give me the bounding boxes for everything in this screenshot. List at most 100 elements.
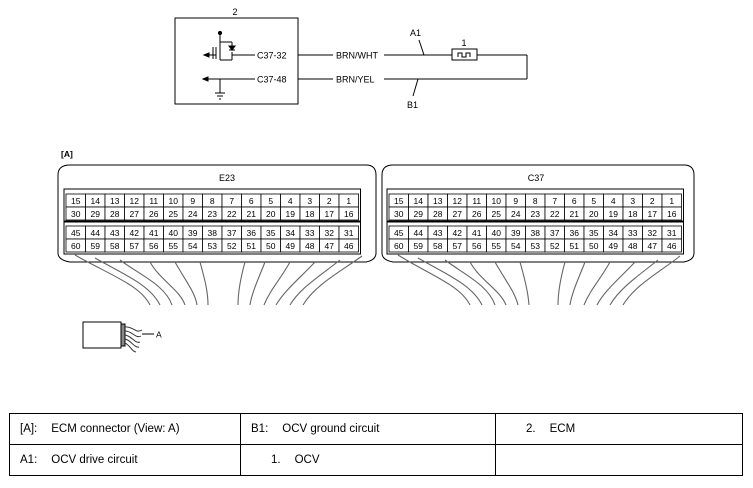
legend-value: ECM [549, 423, 576, 435]
pin-number: 3 [630, 196, 635, 206]
legend-cell: 1. OCV [240, 444, 496, 476]
pin-number: 53 [208, 241, 218, 251]
pin-number: 28 [110, 209, 120, 219]
pin-cell [338, 206, 359, 221]
pin-number: 42 [130, 228, 140, 238]
pin-number: 34 [286, 228, 296, 238]
pin-number: 52 [550, 241, 560, 251]
pin-number: 17 [325, 209, 335, 219]
harness-wires [74, 254, 681, 306]
ocv-icon [451, 48, 478, 61]
pin-number: 31 [667, 228, 677, 238]
pin-number: 21 [570, 209, 580, 219]
pin-number: 7 [229, 196, 234, 206]
pin-number: 51 [570, 241, 580, 251]
block-name-left: E23 [219, 173, 235, 183]
pin-number: 8 [210, 196, 215, 206]
pin-number: 43 [433, 228, 443, 238]
legend-value: OCV [294, 454, 320, 466]
legend-row: A1:OCV drive circuit 1. OCV [9, 444, 743, 476]
pin-number: 16 [667, 209, 677, 219]
pin-number: 23 [208, 209, 218, 219]
pin-number: 56 [149, 241, 159, 251]
pin-number: 10 [169, 196, 179, 206]
block-name-right: C37 [528, 173, 545, 183]
pin-number: 42 [453, 228, 463, 238]
pin-number: 30 [394, 209, 404, 219]
pin-number: 27 [453, 209, 463, 219]
pin-number: 50 [266, 241, 276, 251]
pin-number: 35 [266, 228, 276, 238]
pin-number: 26 [149, 209, 159, 219]
pin-number: 57 [130, 241, 140, 251]
legend-cell: A1:OCV drive circuit [9, 444, 241, 476]
legend-value: ECM connector (View: A) [51, 423, 180, 435]
pin-number: 18 [628, 209, 638, 219]
pin-number: 51 [247, 241, 257, 251]
pin-number: 22 [227, 209, 237, 219]
legend-key: 1. [271, 454, 281, 466]
pin-number: 36 [247, 228, 257, 238]
pin-number: 7 [552, 196, 557, 206]
pin-number: 39 [188, 228, 198, 238]
pin-number: 44 [91, 228, 101, 238]
pin-number: 57 [453, 241, 463, 251]
pin-block-frame-lower [386, 221, 684, 255]
pin-number: 14 [414, 196, 424, 206]
pin-number: 6 [572, 196, 577, 206]
pin-number: 41 [472, 228, 482, 238]
pin-number: 28 [433, 209, 443, 219]
pin-number: 18 [305, 209, 315, 219]
pin-number: 32 [325, 228, 335, 238]
pin-number: 20 [589, 209, 599, 219]
pin-label-lower: C37-48 [257, 75, 287, 85]
pin-number: 39 [511, 228, 521, 238]
pin-number: 47 [648, 241, 658, 251]
pin-number: 33 [628, 228, 638, 238]
pin-number: 24 [188, 209, 198, 219]
pin-number: 10 [492, 196, 502, 206]
pin-block-frame-upper [386, 188, 684, 222]
pin-number: 19 [609, 209, 619, 219]
pin-number: 45 [71, 228, 81, 238]
legend-value: OCV ground circuit [282, 423, 380, 435]
legend-key: 2. [526, 423, 536, 435]
pin-number: 16 [344, 209, 354, 219]
pin-number: 29 [414, 209, 424, 219]
pin-number: 2 [650, 196, 655, 206]
view-arrow-label: A [156, 330, 162, 340]
pin-number: 56 [472, 241, 482, 251]
legend-cell: B1:OCV ground circuit [240, 413, 496, 445]
pin-number: 59 [91, 241, 101, 251]
pin-number: 32 [648, 228, 658, 238]
pin-number: 46 [344, 241, 354, 251]
pin-number: 30 [71, 209, 81, 219]
pin-number: 5 [591, 196, 596, 206]
pin-number: 14 [91, 196, 101, 206]
pin-number: 48 [628, 241, 638, 251]
pin-number: 11 [149, 196, 158, 206]
pin-number: 3 [307, 196, 312, 206]
ecm-number: 2 [232, 7, 237, 17]
pin-number: 43 [110, 228, 120, 238]
pin-number: 11 [472, 196, 481, 206]
pin-cell [661, 238, 682, 253]
pin-number: 59 [414, 241, 424, 251]
pin-number: 26 [472, 209, 482, 219]
connector-housing-left [57, 164, 377, 263]
pin-number: 48 [305, 241, 315, 251]
pin-number: 34 [609, 228, 619, 238]
legend-value: OCV drive circuit [51, 454, 138, 466]
pin-number: 12 [453, 196, 463, 206]
pin-number: 1 [669, 196, 674, 206]
pin-number: 52 [227, 241, 237, 251]
legend-cell: [A]:ECM connector (View: A) [9, 413, 241, 445]
pin-number: 4 [611, 196, 616, 206]
pin-number: 45 [394, 228, 404, 238]
pin-number: 8 [533, 196, 538, 206]
legend-row: [A]:ECM connector (View: A) B1:OCV groun… [9, 413, 743, 445]
pin-number: 15 [394, 196, 404, 206]
transistor-icon [202, 30, 255, 61]
